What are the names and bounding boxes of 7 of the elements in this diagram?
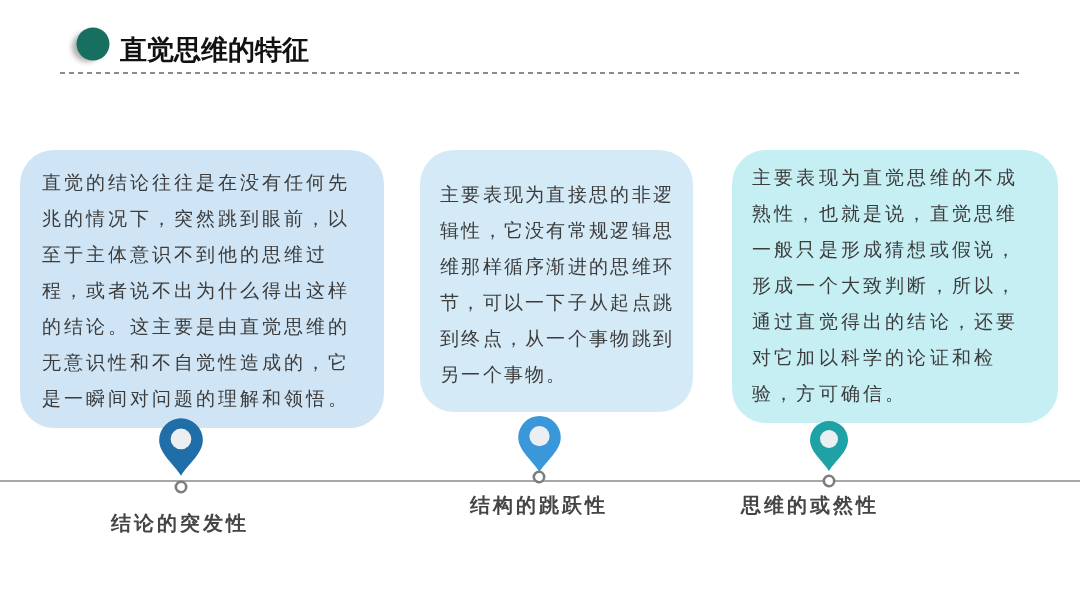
slide-title: 直觉思维的特征	[120, 33, 309, 67]
heading-label: 思维的或然性	[741, 492, 879, 519]
heading-label: 结论的突发性	[111, 510, 249, 537]
rounded-text-box: 直觉的结论往往是在没有任何先兆的情况下，突然跳到眼前，以至于主体意识不到他的思维过程，或者说不出为什么得出这样的结论。这主要是由直觉思维的无意识性和不自觉性造成的，它是一瞬间对问题的理解和领悟。	[20, 150, 384, 428]
heading-label: 结构的跳跃性	[470, 492, 608, 519]
rounded-text-box: 主要表现为直觉思维的不成熟性，也就是说，直觉思维一般只是形成猜想或假说，形成一个大致判断，所以，通过直觉得出的结论，还要对它加以科学的论证和检验，方可确信。	[732, 150, 1058, 423]
rounded-text-box: 主要表现为直接思的非逻辑性，它没有常规逻辑思维那样循序渐进的思维环节，可以一下子从起点跳到终点，从一个事物跳到另一个事物。	[420, 150, 693, 412]
